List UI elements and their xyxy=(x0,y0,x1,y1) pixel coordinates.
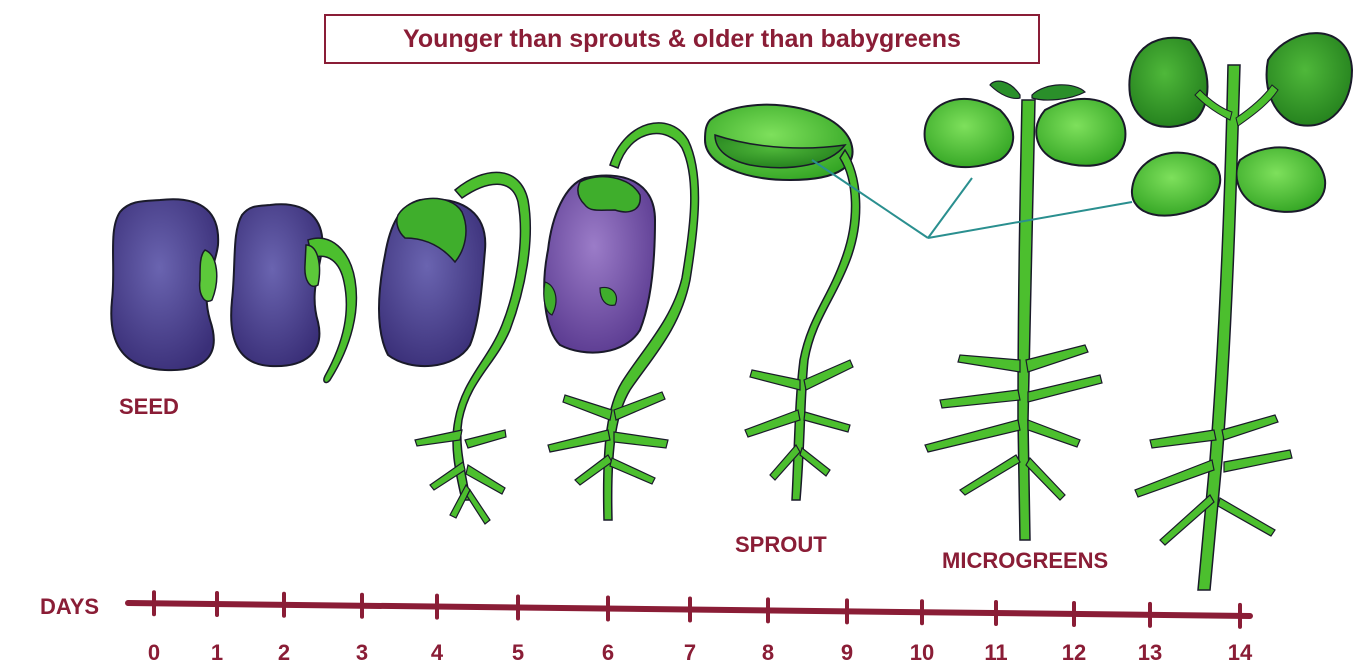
day-timeline xyxy=(128,592,1250,627)
bean-seed-icon xyxy=(111,199,218,370)
sprout-icon xyxy=(705,105,860,500)
seed-label: SEED xyxy=(119,394,179,420)
day-number: 14 xyxy=(1220,640,1260,666)
microgreens-label: MICROGREENS xyxy=(942,548,1108,574)
sprout-label: SPROUT xyxy=(735,532,827,558)
day-number: 12 xyxy=(1054,640,1094,666)
microgreen-icon xyxy=(925,81,1126,540)
day-number: 11 xyxy=(976,640,1016,666)
germinating-bean-icon xyxy=(231,204,356,382)
day-number: 3 xyxy=(342,640,382,666)
day-number: 13 xyxy=(1130,640,1170,666)
day-number: 5 xyxy=(498,640,538,666)
days-label: DAYS xyxy=(40,594,99,620)
hooked-seedling-icon xyxy=(544,123,699,520)
day-number: 0 xyxy=(134,640,174,666)
day-number: 9 xyxy=(827,640,867,666)
rooting-bean-icon xyxy=(379,172,530,524)
day-number: 2 xyxy=(264,640,304,666)
day-number: 7 xyxy=(670,640,710,666)
day-number: 6 xyxy=(588,640,628,666)
day-number: 10 xyxy=(902,640,942,666)
day-number: 8 xyxy=(748,640,788,666)
day-number: 1 xyxy=(197,640,237,666)
baby-green-icon xyxy=(1129,33,1352,590)
day-number: 4 xyxy=(417,640,457,666)
